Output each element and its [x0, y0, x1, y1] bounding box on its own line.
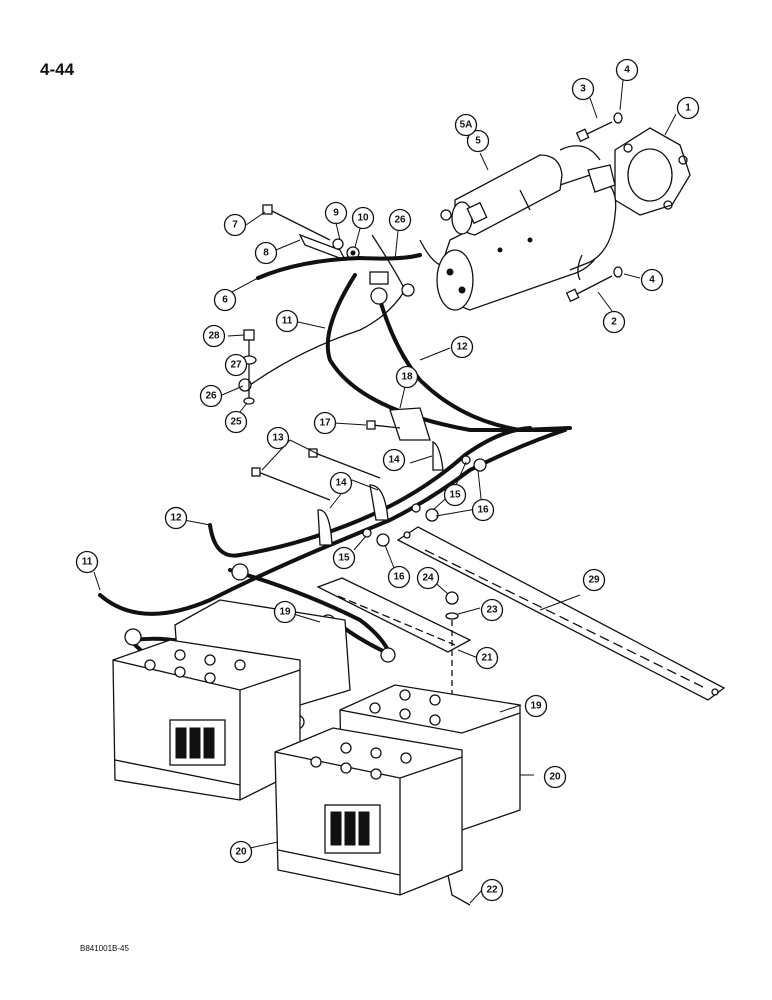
callout-5: 5: [466, 129, 490, 153]
svg-text:14: 14: [388, 455, 400, 466]
callout-11-top: 11: [275, 309, 299, 333]
svg-text:13: 13: [272, 433, 284, 444]
callout-12-bottom: 12: [164, 506, 188, 530]
svg-text:15: 15: [449, 490, 461, 501]
callout-18: 18: [395, 365, 419, 389]
callout-7: 7: [223, 213, 247, 237]
svg-text:18: 18: [401, 372, 413, 383]
svg-text:29: 29: [588, 575, 600, 586]
svg-text:4: 4: [624, 65, 630, 76]
svg-text:11: 11: [82, 557, 93, 568]
callout-16-left: 16: [387, 565, 411, 589]
svg-text:10: 10: [357, 213, 369, 224]
page-number: 4-44: [40, 60, 75, 79]
callout-3: 3: [571, 77, 595, 101]
battery-front-right: [274, 727, 463, 896]
svg-text:9: 9: [333, 208, 339, 219]
callout-25: 25: [224, 410, 248, 434]
svg-text:21: 21: [481, 653, 493, 664]
callout-19-bottom: 19: [524, 694, 548, 718]
svg-text:27: 27: [230, 360, 242, 371]
callout-5a: 5A: [454, 113, 478, 137]
cable-clamps: [251, 407, 487, 547]
callout-9: 9: [324, 201, 348, 225]
svg-text:16: 16: [393, 572, 405, 583]
svg-text:6: 6: [222, 295, 228, 306]
svg-text:12: 12: [456, 342, 468, 353]
callout-27: 27: [224, 353, 248, 377]
svg-text:5A: 5A: [460, 120, 473, 131]
svg-text:16: 16: [477, 505, 489, 516]
svg-text:26: 26: [205, 391, 217, 402]
svg-text:11: 11: [282, 316, 293, 327]
callout-4-bottom: 4: [640, 268, 664, 292]
svg-text:15: 15: [338, 553, 350, 564]
svg-text:7: 7: [232, 220, 238, 231]
drawing-code: B841001B-45: [80, 944, 129, 953]
callout-14-left: 14: [329, 471, 353, 495]
callout-20-left: 20: [229, 840, 253, 864]
svg-text:20: 20: [549, 772, 561, 783]
svg-text:17: 17: [319, 418, 331, 429]
callout-26-top: 26: [388, 208, 412, 232]
battery-front-left: [112, 639, 301, 801]
callout-15-left: 15: [332, 546, 356, 570]
screw-washer-stack: [241, 329, 257, 405]
svg-text:1: 1: [685, 103, 691, 114]
callout-10: 10: [351, 206, 375, 230]
svg-text:14: 14: [335, 478, 347, 489]
battery-hold-downs: [316, 526, 726, 906]
svg-text:22: 22: [486, 885, 498, 896]
callout-2: 2: [602, 310, 626, 334]
callout-20-right: 20: [543, 765, 567, 789]
svg-text:4: 4: [649, 275, 655, 286]
svg-text:19: 19: [279, 607, 291, 618]
callout-14-right: 14: [382, 448, 406, 472]
svg-text:25: 25: [230, 417, 242, 428]
callout-11-bottom: 11: [75, 550, 99, 574]
callout-15-right: 15: [443, 483, 467, 507]
svg-text:12: 12: [170, 513, 182, 524]
svg-text:28: 28: [208, 331, 220, 342]
callout-13: 13: [266, 426, 290, 450]
callout-6: 6: [213, 288, 237, 312]
svg-text:3: 3: [580, 84, 586, 95]
callout-12-top: 12: [450, 335, 474, 359]
callout-17: 17: [313, 411, 337, 435]
callout-26-bottom: 26: [199, 384, 223, 408]
callout-1: 1: [676, 96, 700, 120]
callout-8: 8: [254, 241, 278, 265]
svg-text:24: 24: [422, 573, 434, 584]
svg-text:20: 20: [235, 847, 247, 858]
svg-text:2: 2: [611, 317, 617, 328]
terminal-hardware: [262, 204, 360, 262]
callout-22: 22: [480, 878, 504, 902]
starter-motor: [436, 112, 691, 311]
svg-text:19: 19: [530, 701, 542, 712]
svg-text:26: 26: [394, 215, 406, 226]
callout-29: 29: [582, 568, 606, 592]
svg-text:23: 23: [486, 605, 498, 616]
callout-16-right: 16: [471, 498, 495, 522]
callout-19-top: 19: [273, 600, 297, 624]
callout-21: 21: [475, 646, 499, 670]
svg-text:5: 5: [475, 136, 481, 147]
svg-text:8: 8: [263, 248, 269, 259]
callout-4-top: 4: [615, 58, 639, 82]
callout-28: 28: [202, 324, 226, 348]
callout-24: 24: [416, 566, 440, 590]
callout-23: 23: [480, 598, 504, 622]
